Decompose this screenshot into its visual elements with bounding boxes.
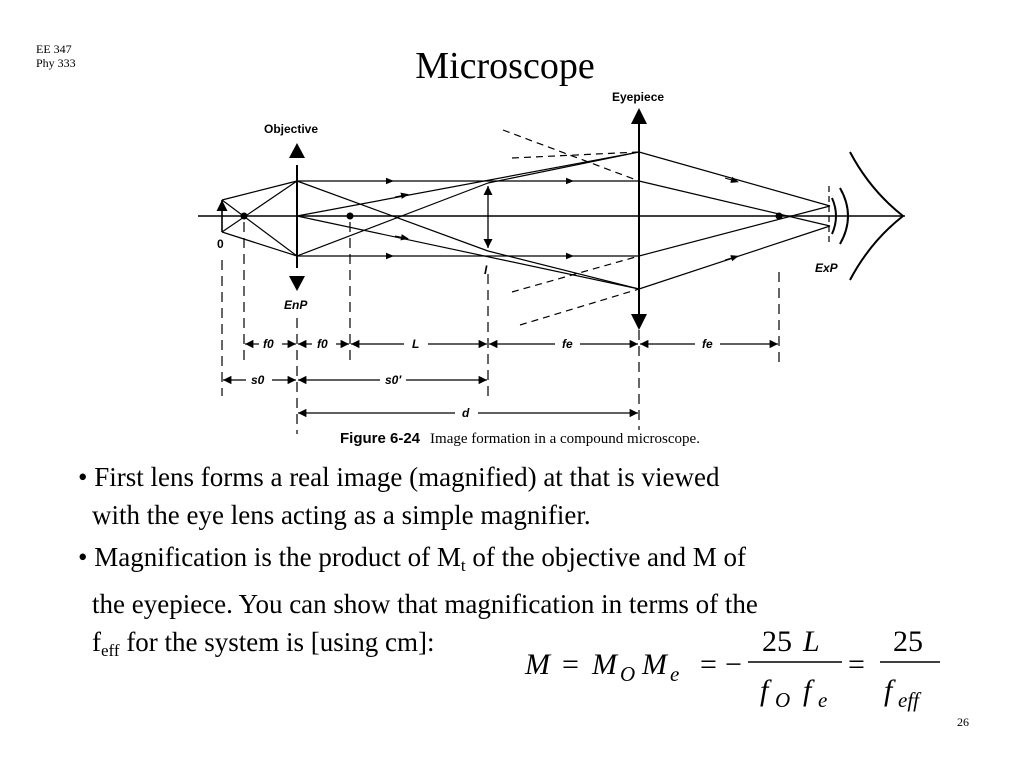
dimension-fe-1: fe: [562, 337, 573, 351]
dimension-s0: s0: [251, 373, 265, 387]
bullet-2-f: f: [92, 627, 101, 657]
dimension-fe-2: fe: [702, 337, 713, 351]
bullet-2-text-a: • Magnification is the product of M: [78, 542, 461, 572]
eq-den-fe: f: [803, 674, 815, 707]
eq-den-fO: f: [760, 674, 772, 707]
dimension-f0-2: f0: [317, 337, 328, 351]
eq-num-L: L: [802, 625, 820, 658]
object-rays: [221, 180, 298, 257]
bullet-1-line-1: • First lens forms a real image (magnifi…: [78, 462, 720, 492]
objective-label: Objective: [264, 122, 318, 136]
focal-point: [240, 212, 248, 220]
focal-point: [346, 212, 354, 220]
microscope-diagram: Objective Eyepiece 0 EnP I ExP f0 f0 L f…: [198, 90, 905, 434]
virtual-image-rays: [502, 129, 640, 326]
bullet-2-line-1: • Magnification is the product of Mt of …: [78, 538, 958, 585]
eq-den-sub-e: e: [818, 688, 827, 712]
bullet-2-text-c: for the system is [using cm]:: [119, 627, 435, 657]
eq-sub-O: O: [620, 662, 635, 686]
eq-sub-e: e: [670, 662, 679, 686]
objective-bottom-arrowhead: [289, 276, 305, 291]
eq-den-sub-O: O: [775, 688, 790, 712]
entrance-pupil-label: EnP: [284, 298, 308, 312]
slide-title: Microscope: [415, 45, 595, 87]
eyepiece-top-arrowhead: [631, 108, 647, 124]
eq-M: M: [524, 648, 552, 681]
reference-lines: [221, 222, 780, 434]
dimension-lines: [223, 339, 778, 418]
image-rays: [296, 151, 831, 290]
bullet-2-line-3: feff for the system is [using cm]:: [78, 623, 958, 670]
ray-direction-arrows: [380, 176, 739, 262]
dimension-d: d: [462, 406, 470, 420]
image-label: I: [484, 263, 488, 277]
subscript-t: t: [460, 556, 466, 575]
bullet-1-line-2: with the eye lens acting as a simple mag…: [92, 500, 591, 530]
magnification-equation: M = M O M e = − 25 L f O f e = 25 f eff: [524, 625, 940, 712]
subscript-eff: eff: [101, 641, 120, 660]
bullet-2: • Magnification is the product of Mt of …: [78, 538, 958, 670]
dimension-L: L: [412, 337, 419, 351]
eq-equals-3: =: [848, 648, 865, 681]
figure-number: Figure 6-24: [340, 430, 421, 447]
eq-equals-1: =: [562, 648, 579, 681]
objective-top-arrowhead: [289, 143, 305, 158]
figure-caption-text: Image formation in a compound microscope…: [430, 431, 700, 447]
eq-M-eyepiece: M: [641, 648, 669, 681]
eq-den-sub-eff: eff: [898, 688, 922, 712]
eq-M-objective: M: [591, 648, 619, 681]
eyepiece-label: Eyepiece: [612, 90, 664, 104]
bullet-2-text-b: of the objective and M of: [465, 542, 747, 572]
eye-icon: [831, 151, 905, 281]
course-line-1: EE 347: [36, 42, 72, 56]
figure-caption: Figure 6-24 Image formation in a compound…: [340, 430, 700, 448]
bullet-1: • First lens forms a real image (magnifi…: [78, 458, 958, 534]
eq-den-feff: f: [884, 674, 896, 707]
course-line-2: Phy 333: [36, 56, 76, 70]
page-number: 26: [957, 715, 969, 729]
focal-point: [775, 212, 783, 220]
eq-num-25: 25: [762, 625, 792, 658]
bullet-2-line-2: the eyepiece. You can show that magnific…: [92, 589, 758, 619]
course-label: EE 347 Phy 333: [36, 42, 76, 70]
eq-num2-25: 25: [893, 625, 923, 658]
eq-minus: −: [725, 648, 742, 681]
object-label: 0: [217, 237, 224, 251]
exit-pupil-label: ExP: [815, 261, 839, 275]
eq-equals-2: =: [700, 648, 717, 681]
eyepiece-bottom-arrowhead: [631, 314, 647, 330]
dimension-f0-1: f0: [263, 337, 274, 351]
dimension-s0-prime: s0′: [385, 373, 402, 387]
